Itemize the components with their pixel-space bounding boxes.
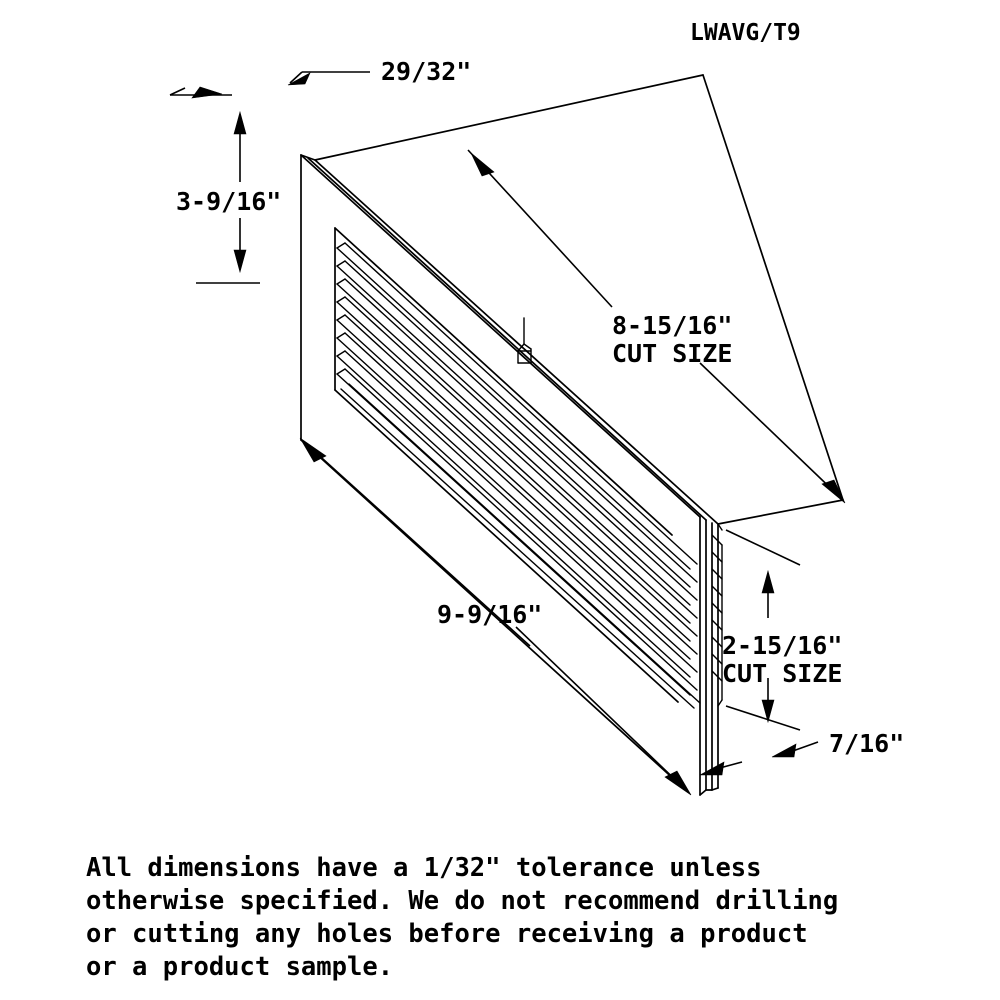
housing-back-top-rail <box>314 74 704 161</box>
cutheight-arrowhead-bottom <box>761 699 775 724</box>
louver-blade-1-back <box>344 242 698 565</box>
dimension-length-overall: 9-9/16" <box>299 437 692 796</box>
louver-blade-2-back <box>344 260 698 583</box>
cut-width-cut-size-label: CUT SIZE <box>612 339 732 368</box>
grille-body <box>300 74 844 796</box>
length-arrowhead-right <box>664 770 692 796</box>
flange-depth-dimension-label: 7/16" <box>829 729 904 758</box>
cut-width-dimension-label: 8-15/16" <box>612 311 732 340</box>
louver-tie-5 <box>336 314 346 321</box>
louver-blade-3-back <box>344 278 698 601</box>
flangedepth-arrowhead-left <box>699 761 725 776</box>
height-arrowhead-bottom <box>233 249 247 274</box>
right-bottom-nib-a <box>699 789 707 796</box>
part-number-label: LWAVG/T9 <box>690 20 801 46</box>
cutheight-ext-bottom <box>725 705 801 731</box>
cutheight-arrowhead-top <box>761 569 775 594</box>
louver-blade-7-back <box>344 350 698 673</box>
blade-edge-5 <box>711 602 723 614</box>
blade-edge-6 <box>711 619 723 631</box>
faceplate-top-front-edge-b <box>307 157 707 521</box>
height-dimension-label: 3-9/16" <box>176 187 281 216</box>
faceplate-bottom-front-edge <box>300 439 689 793</box>
louver-blades <box>336 242 701 709</box>
tolerance-note: All dimensions have a 1/32" tolerance un… <box>86 853 839 982</box>
faceplate-top-front-edge <box>300 154 701 518</box>
louver-blade-3-front <box>336 283 691 606</box>
length-dim-line-lower <box>515 626 689 793</box>
length-arrowhead-left <box>299 437 327 463</box>
louver-tie-4 <box>336 296 346 303</box>
blade-edge-bottom-cap <box>717 699 723 707</box>
louver-opening-bottom-edge <box>334 389 679 703</box>
right-bottom-nib-c <box>711 787 719 791</box>
blade-edge-top-cap <box>717 523 723 531</box>
dimension-depth: 29/32" <box>287 57 471 86</box>
louver-blade-9-back <box>348 383 701 704</box>
height-corner-arrowhead <box>191 86 223 99</box>
louver-blade-9-front <box>340 388 695 709</box>
flangedepth-arrowhead-right <box>771 743 797 758</box>
cutwidth-arrowhead-top <box>470 152 495 177</box>
cutwidth-dim-line-lower <box>699 362 844 501</box>
blade-edge-2 <box>711 551 723 563</box>
height-arrowhead-top <box>233 110 247 135</box>
louver-tie-2 <box>336 260 346 267</box>
louver-tie-6 <box>336 332 346 339</box>
dimension-cut-height: 2-15/16" CUT SIZE <box>722 529 842 731</box>
blade-edge-9 <box>711 670 723 682</box>
louver-blade-5-back <box>344 314 698 637</box>
blade-edge-7 <box>711 636 723 648</box>
dimension-cut-width: 8-15/16" CUT SIZE <box>467 149 846 504</box>
louver-blade-6-back <box>344 332 698 655</box>
housing-back-bottom-edge <box>717 499 844 525</box>
depth-dimension-label: 29/32" <box>381 57 471 86</box>
blade-edge-4 <box>711 585 723 597</box>
tab-face-e <box>523 343 532 350</box>
louver-blade-5-front <box>336 319 691 642</box>
cutwidth-arrowhead-bottom <box>821 479 846 504</box>
blade-edge-1 <box>711 534 723 546</box>
tab-face-a <box>517 343 525 352</box>
louver-tie-3 <box>336 278 346 285</box>
height-corner-leader <box>169 87 186 96</box>
louver-opening-top-edge <box>334 227 673 536</box>
louver-blade-4-back <box>344 296 698 619</box>
cut-height-dimension-label: 2-15/16" <box>722 631 842 660</box>
dimension-height-overall: 3-9/16" <box>169 86 281 284</box>
louver-tie-1 <box>336 242 346 249</box>
louver-blade-1-front <box>336 247 691 570</box>
dimension-flange-depth: 7/16" <box>699 729 904 776</box>
louver-blade-6-front <box>336 337 691 660</box>
louver-blade-7-front <box>336 355 691 678</box>
louver-blade-4-front <box>336 301 691 624</box>
right-end-blade-edges <box>711 523 723 707</box>
length-dim-line-upper <box>302 440 531 647</box>
cutheight-ext-top <box>725 529 801 566</box>
housing-top-back-edge <box>314 159 719 525</box>
cutwidth-dim-line-upper <box>467 149 613 308</box>
louver-tie-8 <box>336 368 346 375</box>
louver-blade-2-front <box>336 265 691 588</box>
blade-edge-8 <box>711 653 723 665</box>
housing-back-right-edge <box>702 74 844 501</box>
center-mounting-tab <box>517 317 532 364</box>
louver-tie-7 <box>336 350 346 357</box>
depth-leader-slant <box>289 71 303 84</box>
blade-edge-3 <box>711 568 723 580</box>
length-dimension-label: 9-9/16" <box>437 600 542 629</box>
depth-arrowhead <box>287 72 311 86</box>
louver-blade-8-back <box>344 368 698 691</box>
cut-height-cut-size-label: CUT SIZE <box>722 659 842 688</box>
